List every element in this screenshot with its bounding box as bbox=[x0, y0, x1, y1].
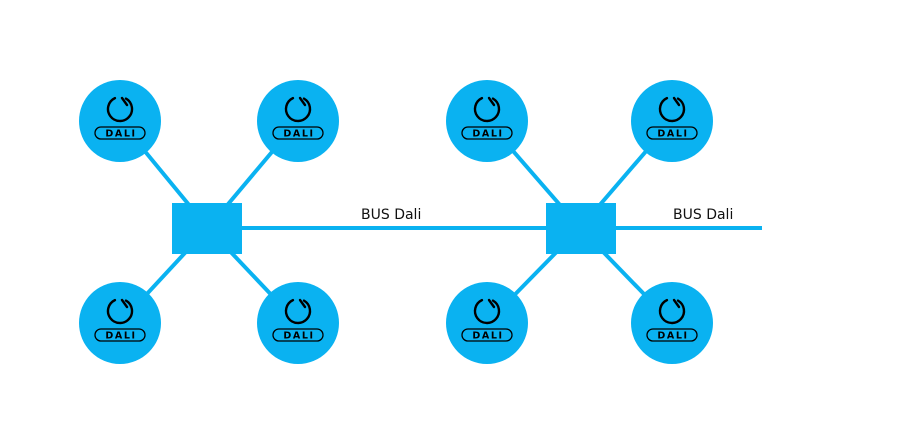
dali-logo-text: DALI bbox=[283, 129, 314, 140]
bus-label-1: BUS Dali bbox=[361, 207, 421, 223]
hub-2 bbox=[546, 203, 616, 254]
dali-device-node: DALI bbox=[446, 80, 528, 162]
dali-device-node: DALI bbox=[79, 282, 161, 364]
dali-device-node: DALI bbox=[631, 282, 713, 364]
dali-logo-text: DALI bbox=[657, 331, 688, 342]
dali-badge bbox=[461, 126, 513, 140]
dali-badge bbox=[94, 126, 146, 140]
dali-badge bbox=[646, 126, 698, 140]
hub-1 bbox=[172, 203, 242, 254]
power-ring-icon bbox=[106, 96, 134, 123]
dali-device-node: DALI bbox=[446, 282, 528, 364]
dali-logo-text: DALI bbox=[105, 331, 136, 342]
dali-logo-text: DALI bbox=[472, 129, 503, 140]
dali-device-node: DALI bbox=[79, 80, 161, 162]
dali-badge bbox=[272, 328, 324, 342]
device-nodes: DALI DALI DALI DALI DALI DALI DALI DALI bbox=[79, 80, 713, 364]
power-ring-icon bbox=[473, 298, 501, 325]
dali-logo-text: DALI bbox=[105, 129, 136, 140]
dali-logo-text: DALI bbox=[472, 331, 503, 342]
dali-badge bbox=[272, 126, 324, 140]
dali-badge bbox=[461, 328, 513, 342]
power-ring-icon bbox=[284, 96, 312, 123]
bus-label-2: BUS Dali bbox=[673, 207, 733, 223]
power-ring-icon bbox=[284, 298, 312, 325]
dali-badge bbox=[646, 328, 698, 342]
power-ring-icon bbox=[658, 298, 686, 325]
dali-logo-text: DALI bbox=[283, 331, 314, 342]
power-ring-icon bbox=[106, 298, 134, 325]
dali-badge bbox=[94, 328, 146, 342]
dali-logo-text: DALI bbox=[657, 129, 688, 140]
power-ring-icon bbox=[473, 96, 501, 123]
dali-device-node: DALI bbox=[257, 282, 339, 364]
dali-device-node: DALI bbox=[631, 80, 713, 162]
power-ring-icon bbox=[658, 96, 686, 123]
dali-device-node: DALI bbox=[257, 80, 339, 162]
